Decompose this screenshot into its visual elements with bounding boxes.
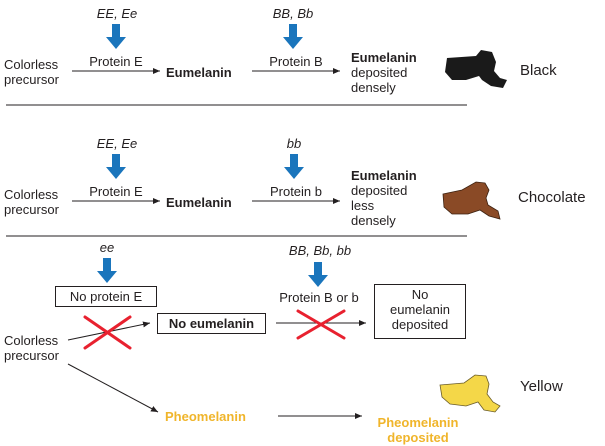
precursor-line: precursor xyxy=(4,202,59,217)
result-line: less xyxy=(351,198,375,213)
chocolate-fur-swatch-icon xyxy=(442,181,501,220)
coat-color-label: Black xyxy=(520,62,557,79)
no-protein-e-box: No protein E xyxy=(55,286,157,307)
protein-b-label: Protein b xyxy=(269,184,323,199)
precursor-line: precursor xyxy=(4,348,59,363)
precursor-label: Colorless precursor xyxy=(4,57,59,87)
yellow-fur-swatch-icon xyxy=(439,374,501,413)
blue-arrow-icon xyxy=(284,154,304,179)
precursor-line: Colorless xyxy=(4,333,59,348)
no-deposit-line: eumelanin xyxy=(390,302,450,317)
result-line: densely xyxy=(351,80,396,95)
precursor-line: precursor xyxy=(4,72,59,87)
pheomelanin-label: Pheomelanin xyxy=(165,409,246,424)
genotype-b-label: BB, Bb xyxy=(272,6,314,21)
protein-e-label: Protein E xyxy=(89,184,143,199)
genotype-e-label: EE, Ee xyxy=(96,136,138,151)
no-deposit-line: deposited xyxy=(391,317,449,332)
black-fur-swatch-icon xyxy=(445,50,507,88)
result-line: densely xyxy=(351,213,396,228)
pheo-deposited-line: deposited xyxy=(387,430,449,445)
genotype-e-label: EE, Ee xyxy=(96,6,138,21)
precursor-line: Colorless xyxy=(4,187,59,202)
genotype-b-label: bb xyxy=(286,136,302,151)
no-eumelanin-box: No eumelanin xyxy=(157,313,266,334)
result-label: Eumelanin deposited densely xyxy=(351,50,417,95)
protein-b-label: Protein B xyxy=(269,54,323,69)
pheomelanin-deposited-label: Pheomelanin deposited xyxy=(368,415,468,445)
precursor-label: Colorless precursor xyxy=(4,187,59,217)
result-line: deposited xyxy=(351,65,408,80)
red-x-icon xyxy=(83,315,132,350)
protein-e-label: Protein E xyxy=(89,54,143,69)
result-line: Eumelanin xyxy=(351,50,417,65)
precursor-label: Colorless precursor xyxy=(4,333,59,363)
result-line: deposited xyxy=(351,183,408,198)
coat-color-label: Yellow xyxy=(520,378,563,395)
blue-arrow-icon xyxy=(97,258,117,283)
blue-arrow-icon xyxy=(106,24,126,49)
genotype-b-label: BB, Bb, bb xyxy=(288,243,352,258)
blue-arrow-icon xyxy=(308,262,328,287)
red-x-icon xyxy=(296,309,346,340)
result-label: Eumelanin deposited less densely xyxy=(351,168,417,228)
genotype-e-label: ee xyxy=(99,240,115,255)
blue-arrow-icon xyxy=(283,24,303,49)
precursor-line: Colorless xyxy=(4,57,59,72)
pheo-deposited-line: Pheomelanin xyxy=(377,415,459,430)
blue-arrow-icon xyxy=(106,154,126,179)
eumelanin-label: Eumelanin xyxy=(166,195,232,210)
arrow-line xyxy=(67,363,159,413)
no-deposit-box: No eumelanin deposited xyxy=(374,284,466,339)
result-line: Eumelanin xyxy=(351,168,417,183)
no-deposit-line: No xyxy=(411,287,429,302)
protein-b-or-b-label: Protein B or b xyxy=(279,290,359,305)
eumelanin-label: Eumelanin xyxy=(166,65,232,80)
coat-color-label: Chocolate xyxy=(518,189,586,206)
